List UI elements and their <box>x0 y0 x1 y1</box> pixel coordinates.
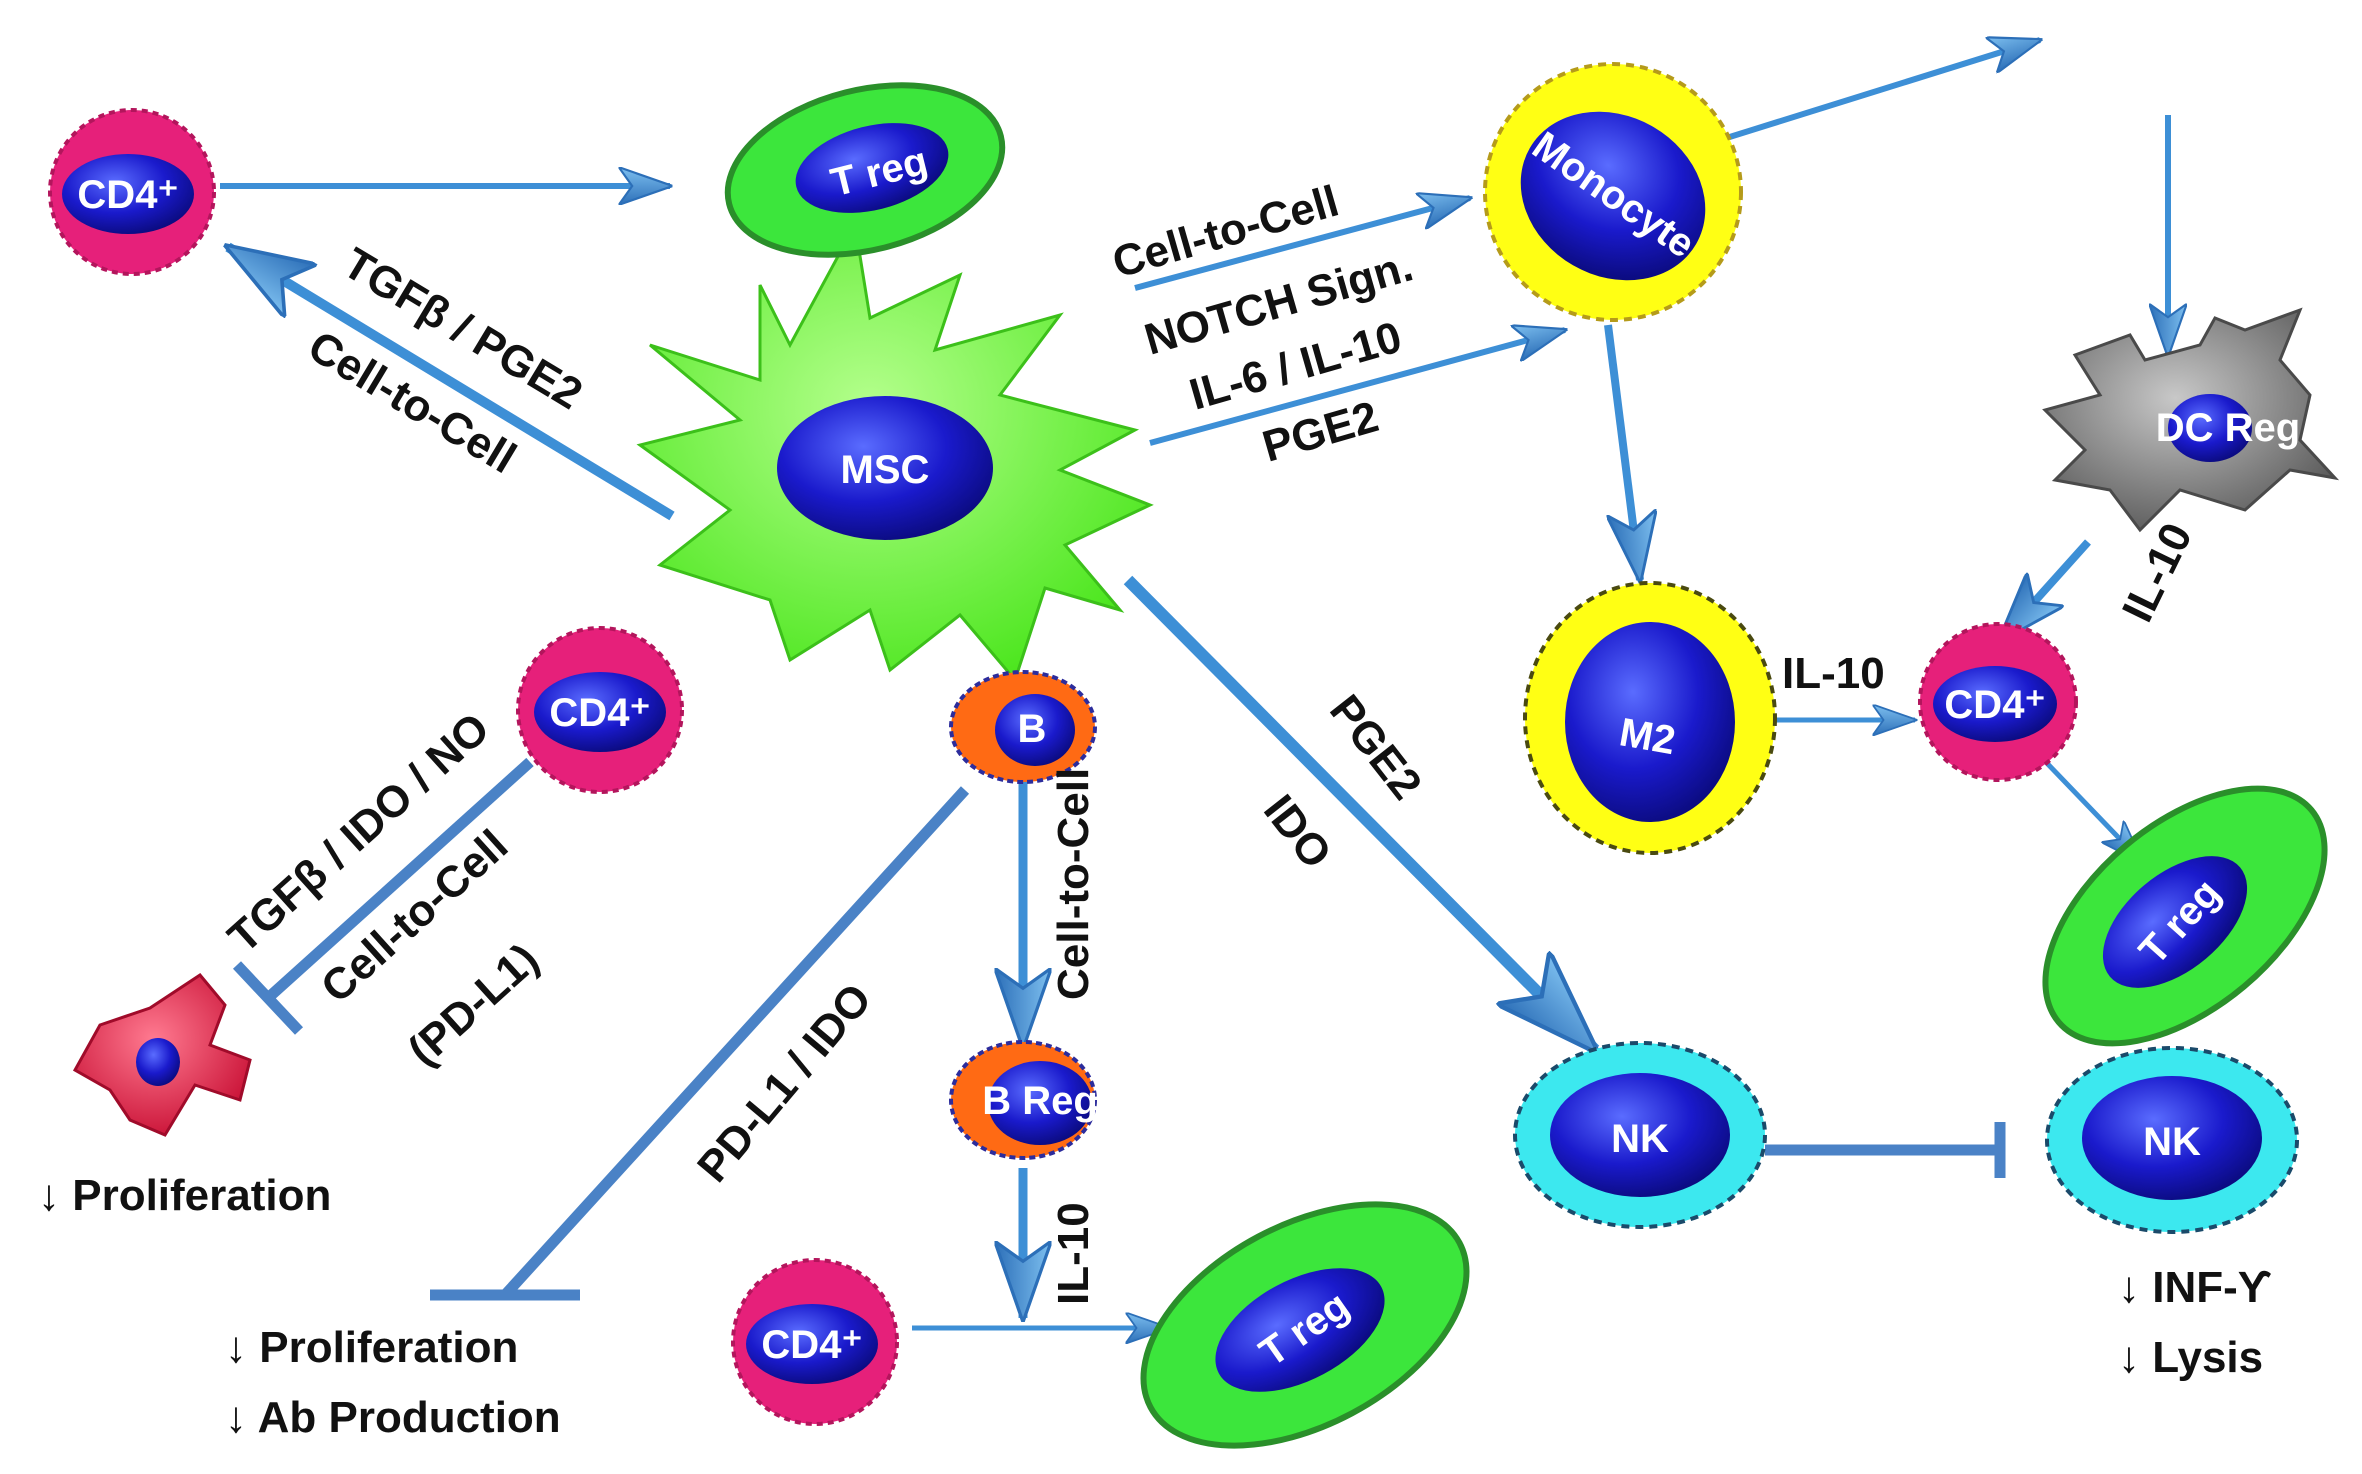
dc-label: DC Reg <box>2156 406 2300 450</box>
nk-left: NK <box>1513 1041 1767 1229</box>
b-cell: B <box>949 670 1097 784</box>
treg-nucleus <box>2102 856 2248 988</box>
cd4-mid-left: CD4⁺ <box>516 626 684 794</box>
m2-cell: M2 <box>1523 581 1777 855</box>
label-il10-b: IL-10 <box>1049 1202 1098 1305</box>
cd4-top-left: CD4⁺ <box>48 108 216 276</box>
outcome-ab-production: ↓ Ab Production <box>225 1393 561 1442</box>
dc-nucleus <box>2168 394 2252 462</box>
cd4-label: CD4⁺ <box>549 691 650 735</box>
label-pdl1-paren: (PD-L1) <box>399 934 548 1075</box>
arrow-monocyte-out <box>1719 40 2040 143</box>
outcome-labels: ↓ Proliferation ↓ Proliferation ↓ Ab Pro… <box>38 1171 2272 1442</box>
connectors <box>220 40 2168 1328</box>
outcome-t-proliferation: ↓ Proliferation <box>38 1171 331 1220</box>
nk-nucleus <box>1550 1073 1730 1197</box>
arrow-msc-to-nk <box>1123 575 1595 1050</box>
cd4-nucleus <box>746 1304 878 1384</box>
label-il10-m2: IL-10 <box>1782 649 1885 698</box>
monocyte-nucleus <box>1520 111 1706 281</box>
b-reg-cell: B Reg <box>949 1040 1098 1160</box>
label-pdl1-ido: PD-L1 / IDO <box>688 975 881 1192</box>
arrow-msc-to-monocyte-notch <box>1134 198 1470 291</box>
msc-nucleus <box>777 396 993 540</box>
msc-label: MSC <box>841 448 930 492</box>
treg-top: T reg <box>724 82 1006 258</box>
label-il10-dc: IL-10 <box>2113 516 2202 630</box>
arrow-msc-to-monocyte-il6 <box>1149 330 1565 446</box>
inhibit-cd4-tcell <box>264 757 534 1003</box>
cd4-label: CD4⁺ <box>77 173 178 217</box>
nk-nucleus <box>2082 1076 2262 1200</box>
label-ido-nk: IDO <box>1254 786 1341 878</box>
cd4-nucleus <box>62 154 194 234</box>
cd4-right: CD4⁺ <box>1918 622 2078 782</box>
treg-right: T reg <box>2042 785 2328 1047</box>
m2-label: M2 <box>1616 710 1678 763</box>
label-cell-to-cell-b: Cell-to-Cell <box>1049 768 1098 1000</box>
treg-nucleus <box>1215 1268 1385 1392</box>
cd4-nucleus <box>534 672 666 752</box>
msc-cell: MSC <box>636 220 1154 684</box>
outcome-b-proliferation: ↓ Proliferation <box>225 1323 518 1372</box>
dc-reg-cell: DC Reg <box>2042 307 2340 533</box>
b-label: B <box>1018 707 1047 751</box>
label-pge2-monocyte: PGE2 <box>1257 392 1383 471</box>
treg-bottom: T reg <box>1140 1201 1470 1449</box>
monocyte-cell: Monocyte <box>1483 62 1743 322</box>
arrow-msc-to-cd4 <box>228 247 675 521</box>
breg-nucleus <box>988 1061 1092 1145</box>
nk-right: NK <box>2045 1046 2299 1234</box>
m2-nucleus <box>1565 622 1735 822</box>
inhibit-b-line <box>500 786 970 1299</box>
arrow-dcreg-to-cd4 <box>2000 539 2091 640</box>
nk-label: NK <box>2143 1120 2201 1164</box>
treg-nucleus <box>795 123 949 213</box>
inhibitors <box>232 757 2006 1301</box>
pathway-labels: TGFβ / PGE2 Cell-to-Cell Cell-to-Cell NO… <box>219 176 2202 1305</box>
breg-label: B Reg <box>982 1079 1098 1123</box>
cd4-bottom: CD4⁺ <box>731 1258 899 1426</box>
t-cell-nucleus <box>136 1038 180 1086</box>
cd4-label: CD4⁺ <box>761 1323 862 1367</box>
cd4-label: CD4⁺ <box>1944 683 2045 727</box>
arrow-monocyte-to-m2 <box>1604 324 1640 580</box>
nk-label: NK <box>1611 1117 1669 1161</box>
outcome-inf-gamma: ↓ INF-ϒ <box>2118 1263 2272 1312</box>
inhibit-cd4-tcell-bar <box>232 961 304 1035</box>
outcome-lysis: ↓ Lysis <box>2118 1333 2263 1382</box>
inhibited-t-cell <box>72 973 252 1137</box>
b-nucleus <box>995 694 1075 766</box>
cd4-nucleus <box>1933 666 2057 742</box>
